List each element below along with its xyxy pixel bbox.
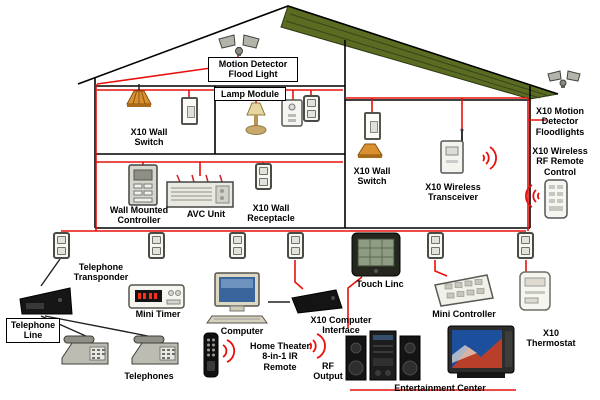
wall-outlet-icon xyxy=(287,232,304,259)
outlet-slot xyxy=(233,236,242,245)
telephone-icon xyxy=(128,334,182,370)
label-thermostat: X10 Thermostat xyxy=(526,328,576,349)
label-wall-switch-right: X10 Wall Switch xyxy=(353,166,391,187)
computer-interface-icon xyxy=(289,287,345,315)
outlet-slot xyxy=(431,236,440,245)
label-home-theater-remote: Home Theater 8-in-1 IR Remote xyxy=(249,341,311,372)
thermostat-icon xyxy=(516,270,554,312)
outlet-slot xyxy=(233,246,242,255)
motion-detector-flood-light-icon xyxy=(216,32,262,59)
telephone-transponder-icon xyxy=(18,284,74,318)
label-wireless-rf-remote: X10 Wireless RF Remote Control xyxy=(532,146,588,177)
table-lamp-icon xyxy=(239,100,273,138)
label-mini-timer: Mini Timer xyxy=(135,309,181,319)
wall-outlet-icon xyxy=(517,232,534,259)
label-motion-detector-flood-light: Motion Detector Flood Light xyxy=(208,57,298,82)
computer-icon xyxy=(205,272,269,324)
outlet-slot xyxy=(152,236,161,245)
label-telephones: Telephones xyxy=(124,371,174,381)
touch-linc-panel-icon xyxy=(351,232,401,277)
wall-outlet-icon xyxy=(229,232,246,259)
outlet-slot xyxy=(57,246,66,255)
outlet-slot xyxy=(521,246,530,255)
label-wireless-transceiver: X10 Wireless Transceiver xyxy=(425,182,481,203)
label-lamp-module: Lamp Module xyxy=(214,87,286,102)
roof-shingles xyxy=(280,5,559,100)
label-computer-interface: X10 Computer Interface xyxy=(310,315,372,336)
rf-waves-right-icon xyxy=(482,144,506,172)
wall-outlet-icon xyxy=(148,232,165,259)
label-telephone-line: Telephone Line xyxy=(6,318,60,343)
outlet-slot xyxy=(291,246,300,255)
avc-unit-icon xyxy=(166,174,234,208)
outdoor-floodlights-icon xyxy=(546,68,582,90)
mini-controller-icon xyxy=(432,272,496,308)
label-computer: Computer xyxy=(220,326,264,336)
label-wall-receptacle: X10 Wall Receptacle xyxy=(247,203,295,224)
label-mini-controller: Mini Controller xyxy=(432,309,496,319)
wall-receptacle-icon xyxy=(255,163,272,190)
label-touch-linc: Touch Linc xyxy=(356,279,404,289)
ir-waves-icon xyxy=(220,338,242,364)
outlet-slot xyxy=(152,246,161,255)
outlet-slot xyxy=(521,236,530,245)
rf-waves-remote-icon xyxy=(516,182,540,210)
telephone-icon xyxy=(58,334,112,370)
stereo-system-icon xyxy=(345,326,421,382)
ir-remote-icon xyxy=(202,332,220,378)
label-wall-mounted-controller: Wall Mounted Controller xyxy=(109,205,169,226)
outlet-slot xyxy=(431,246,440,255)
wall-sconce-lamp-icon xyxy=(353,140,387,161)
outlet-slot xyxy=(259,167,268,176)
wireless-transceiver-icon xyxy=(436,128,470,176)
mini-timer-icon xyxy=(128,280,186,310)
wall-switch-right-icon xyxy=(364,112,381,140)
outlet-slot xyxy=(259,177,268,186)
wall-switch-left-icon xyxy=(181,97,198,125)
label-motion-detector-floodlights: X10 Motion Detector Floodlights xyxy=(535,106,585,137)
wall-outlet-icon xyxy=(427,232,444,259)
outlet-slot xyxy=(291,236,300,245)
label-wall-switch-left: X10 Wall Switch xyxy=(130,127,168,148)
rf-remote-control-icon xyxy=(542,178,570,220)
label-rf-output: RF Output xyxy=(313,361,343,382)
label-telephone-transponder: Telephone Transponder xyxy=(73,262,129,283)
label-avc-unit: AVC Unit xyxy=(186,209,226,219)
wall-outlet-icon xyxy=(53,232,70,259)
wall-outlet-icon xyxy=(303,95,320,122)
roof-texture xyxy=(285,13,550,99)
outlet-slot xyxy=(307,109,316,118)
outlet-slot xyxy=(307,99,316,108)
lamp-module-icon xyxy=(281,99,303,127)
wall-mounted-controller-icon xyxy=(128,164,158,206)
ceiling-light-fixture-icon xyxy=(119,84,159,110)
rf-output-waves-icon xyxy=(308,332,334,360)
outlet-slot xyxy=(57,236,66,245)
television-icon xyxy=(447,325,515,379)
label-entertainment-center: Entertainment Center xyxy=(394,383,486,393)
